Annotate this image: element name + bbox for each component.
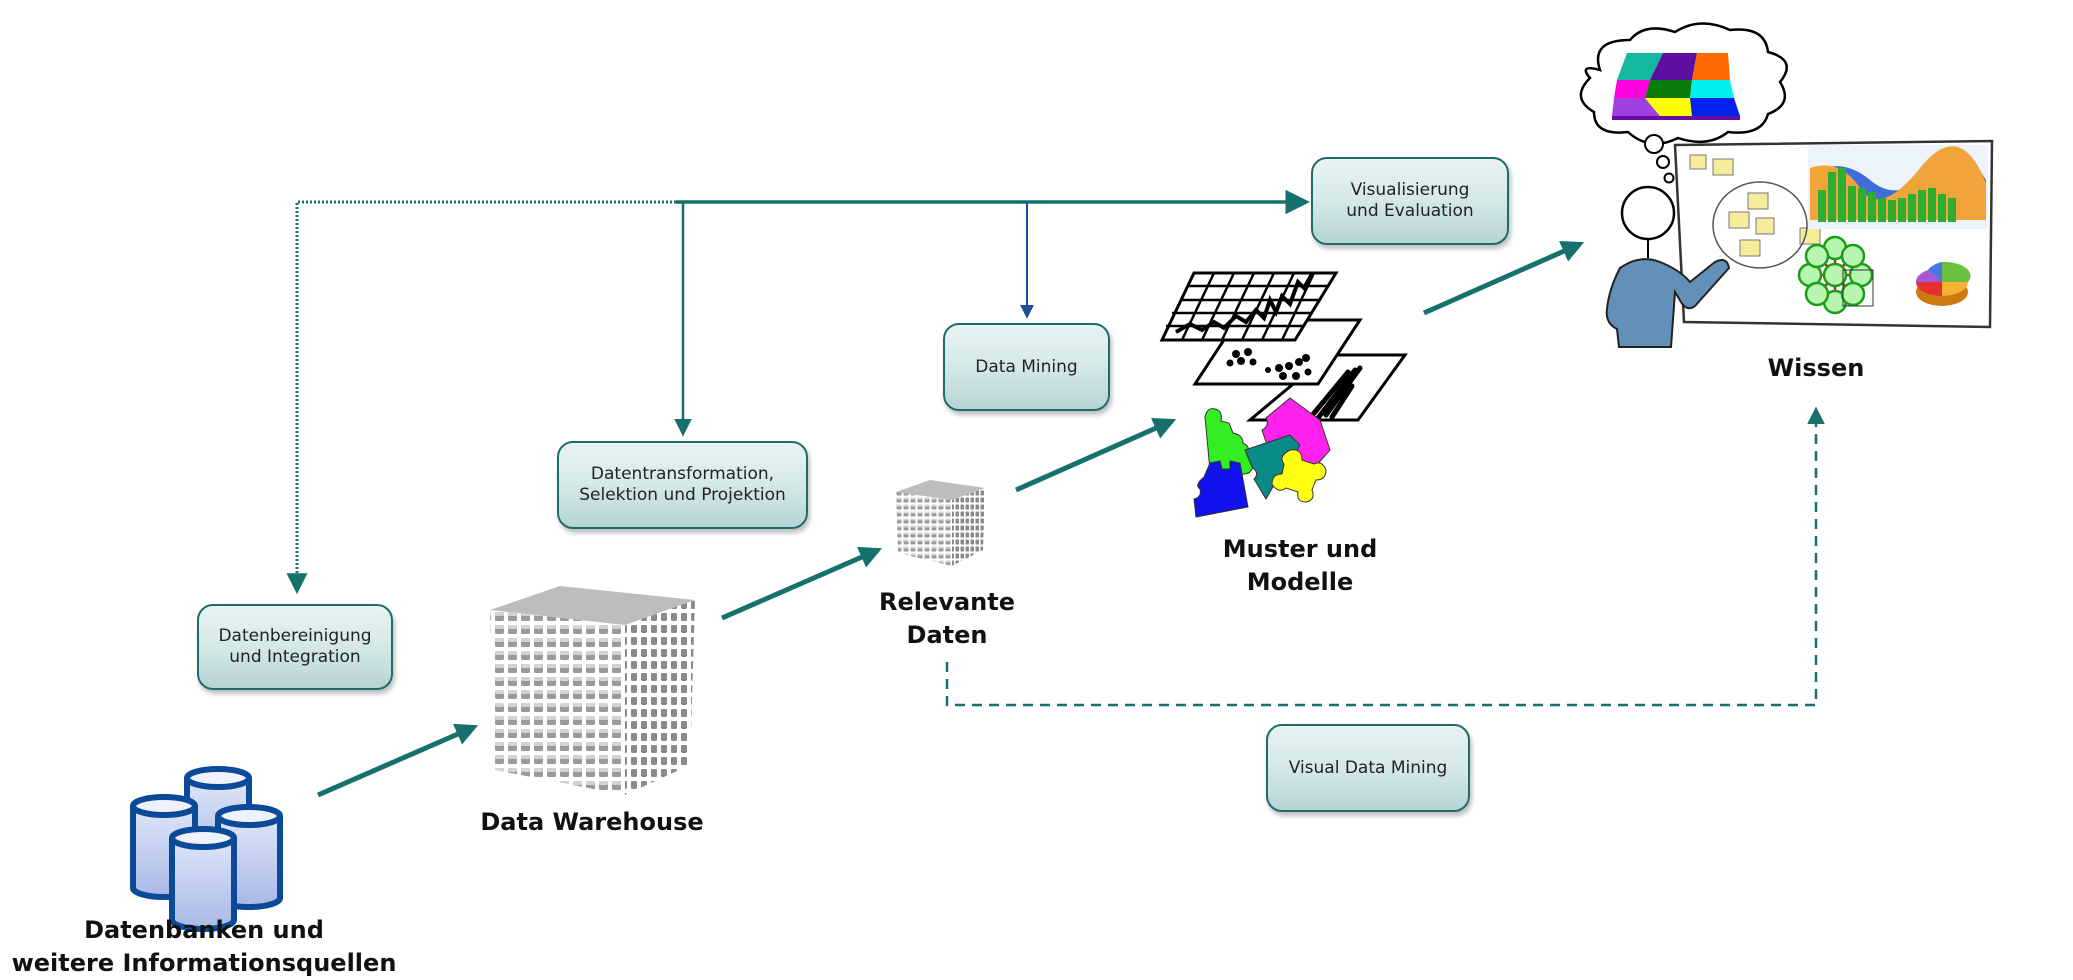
database-cylinder [169,826,237,932]
puzzle-piece-yellow [1271,449,1327,503]
stage-label-line: Data Warehouse [480,808,704,836]
puzzle-board-icon [1612,53,1740,120]
pie-chart-3d-icon [1915,261,1971,306]
arrow-relevant-to-patterns [1014,417,1177,493]
stage-label-patterns-models: Muster und Modelle [1223,533,1378,599]
stage-label-line: Modelle [1246,568,1354,596]
database-cylinders-icon [130,766,283,932]
person-whiteboard-thinking-illustration [1579,22,1994,348]
arrow-databases-to-warehouse [317,723,479,798]
process-box-label: Visualisierung [1350,180,1470,200]
stage-label-line: Muster und [1222,535,1378,563]
process-box-label: Datentransformation, [590,464,775,484]
stage-label-relevant-data: Relevante Daten [879,586,1015,652]
arrow-patterns-to-knowledge [1422,240,1585,316]
stage-label-line: weitere Informationsquellen [11,949,397,977]
process-box-label: Selektion und Projektion [579,485,786,505]
line-chart-grid-icon [1159,271,1339,342]
process-box-label: Visual Data Mining [1288,757,1448,778]
stage-label-knowledge: Wissen [1768,352,1865,385]
whiteboard-icon [1673,139,1994,329]
process-box-data-mining[interactable]: Data Mining [943,323,1110,411]
data-cube-icon [490,586,695,795]
stage-label-line: Datenbanken und [84,916,324,944]
network-graph-icon [1797,235,1874,315]
dotted-connector-cleaning [286,200,676,595]
process-box-cleaning-integration[interactable]: Datenbereinigung und Integration [197,604,393,690]
stage-label-warehouse: Data Warehouse [480,806,703,839]
process-box-label: und Evaluation [1346,201,1474,221]
stage-label-line: Wissen [1767,354,1865,382]
stage-label-line: Daten [906,621,988,649]
area-chart-inset-icon [1808,145,1988,229]
stage-label-databases: Datenbanken und weitere Informationsquel… [12,914,397,980]
process-box-label: Datenbereinigung [218,626,372,646]
stage-label-line: Relevante [879,588,1015,616]
small-data-cube-icon [896,480,985,566]
patterns-models-illustration [1159,271,1408,518]
puzzle-piece-blue [1193,460,1249,518]
connectors [286,189,1825,798]
process-box-visual-data-mining[interactable]: Visual Data Mining [1266,724,1470,812]
process-box-visualization-evaluation[interactable]: Visualisierung und Evaluation [1311,157,1509,245]
puzzle-pieces-icon [1193,397,1331,518]
person-icon [1605,185,1731,348]
process-box-label: und Integration [229,647,361,667]
arrow-warehouse-to-relevant [721,546,883,621]
dashed-visual-data-mining-loop [945,406,1825,707]
process-box-transformation[interactable]: Datentransformation, Selektion und Proje… [557,441,808,529]
process-box-label: Data Mining [975,356,1078,377]
